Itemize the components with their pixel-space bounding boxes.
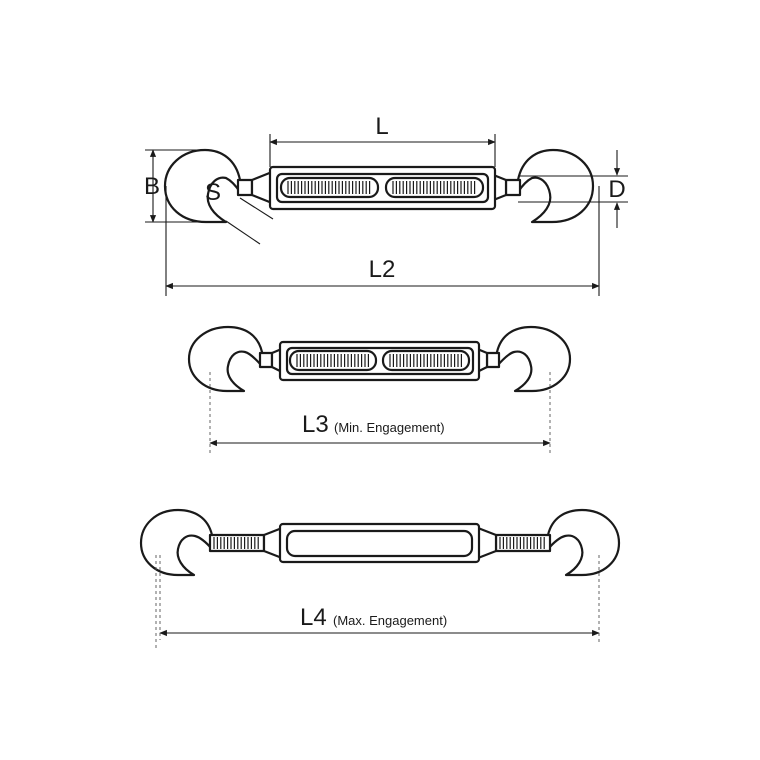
label-l: L — [375, 113, 388, 140]
thread-lines — [499, 537, 545, 549]
thread-lines — [296, 354, 369, 367]
left-threaded-rod — [208, 533, 266, 553]
left-stub — [236, 178, 254, 197]
label-l4: L4 — [300, 604, 327, 631]
right-thread-slot — [384, 176, 485, 199]
left-stub — [258, 351, 274, 369]
right-stub — [485, 351, 501, 369]
left-hook — [187, 325, 264, 393]
right-threaded-rod — [494, 533, 552, 553]
thread-lines — [392, 181, 476, 194]
s-gap-line — [239, 197, 274, 220]
right-taper — [476, 526, 498, 560]
turnbuckle-view-max-engagement: L4 (Max. Engagement) — [139, 508, 621, 650]
left-hook — [163, 148, 242, 224]
thread-lines — [389, 354, 462, 367]
label-l3-note: (Min. Engagement) — [334, 420, 445, 435]
right-hook — [495, 325, 572, 393]
turnbuckle-view-full-dims: L B S D L2 — [144, 113, 628, 296]
right-stub — [504, 178, 522, 197]
right-hook — [546, 508, 621, 577]
thread-lines — [287, 181, 371, 194]
label-l2: L2 — [369, 256, 396, 283]
label-l3: L3 — [302, 411, 329, 438]
right-hook — [516, 148, 595, 224]
left-hook — [139, 508, 214, 577]
label-b: B — [144, 173, 160, 200]
body-window — [285, 529, 474, 558]
turnbuckle-view-min-engagement: L3 (Min. Engagement) — [187, 325, 572, 456]
left-thread-slot — [288, 349, 378, 372]
label-l4-note: (Max. Engagement) — [333, 613, 447, 628]
label-d: D — [608, 176, 625, 203]
s-gap-line — [225, 220, 261, 245]
label-s: S — [205, 179, 221, 206]
left-thread-slot — [279, 176, 380, 199]
right-thread-slot — [381, 349, 471, 372]
thread-lines — [213, 537, 259, 549]
